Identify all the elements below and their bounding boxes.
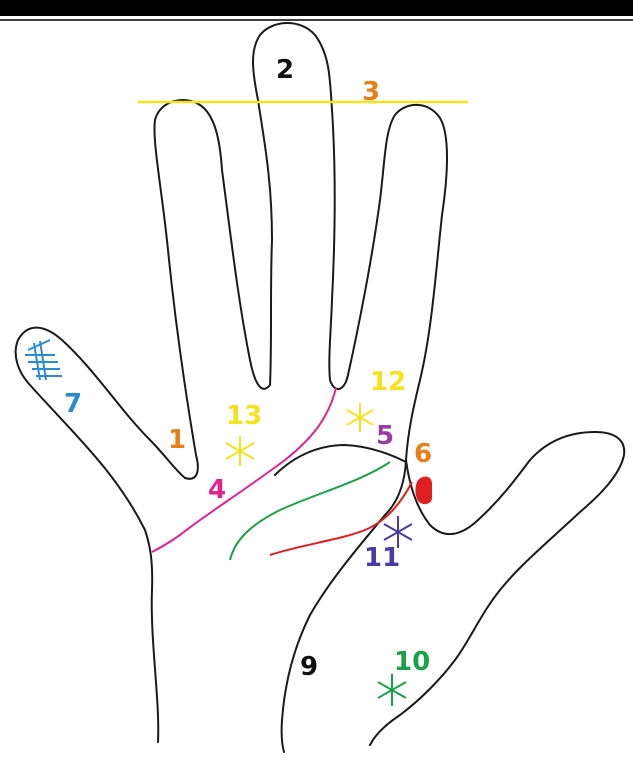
label-4: 4 xyxy=(208,475,226,505)
label-6: 6 xyxy=(414,439,432,469)
asterisk-13 xyxy=(226,436,254,466)
label-5: 5 xyxy=(376,421,394,451)
label-10: 10 xyxy=(394,647,430,677)
label-9: 9 xyxy=(300,652,318,682)
thumb-outline xyxy=(370,432,624,745)
label-12: 12 xyxy=(370,367,406,397)
label-11: 11 xyxy=(364,543,400,573)
label-2: 2 xyxy=(276,55,294,85)
asterisk-10 xyxy=(378,674,406,706)
palm-left-edge xyxy=(16,328,185,742)
little-finger-inner xyxy=(154,23,447,479)
asterisk-12 xyxy=(347,403,373,432)
thenar-curve xyxy=(282,460,406,752)
label-13: 13 xyxy=(226,401,262,431)
label-1: 1 xyxy=(168,425,186,455)
label-7: 7 xyxy=(64,389,82,419)
red-mark-6 xyxy=(415,477,432,505)
top-border-bar xyxy=(0,0,633,16)
hand-outline xyxy=(16,23,625,752)
label-3: 3 xyxy=(362,77,380,107)
hatch-7-blue xyxy=(25,340,62,380)
